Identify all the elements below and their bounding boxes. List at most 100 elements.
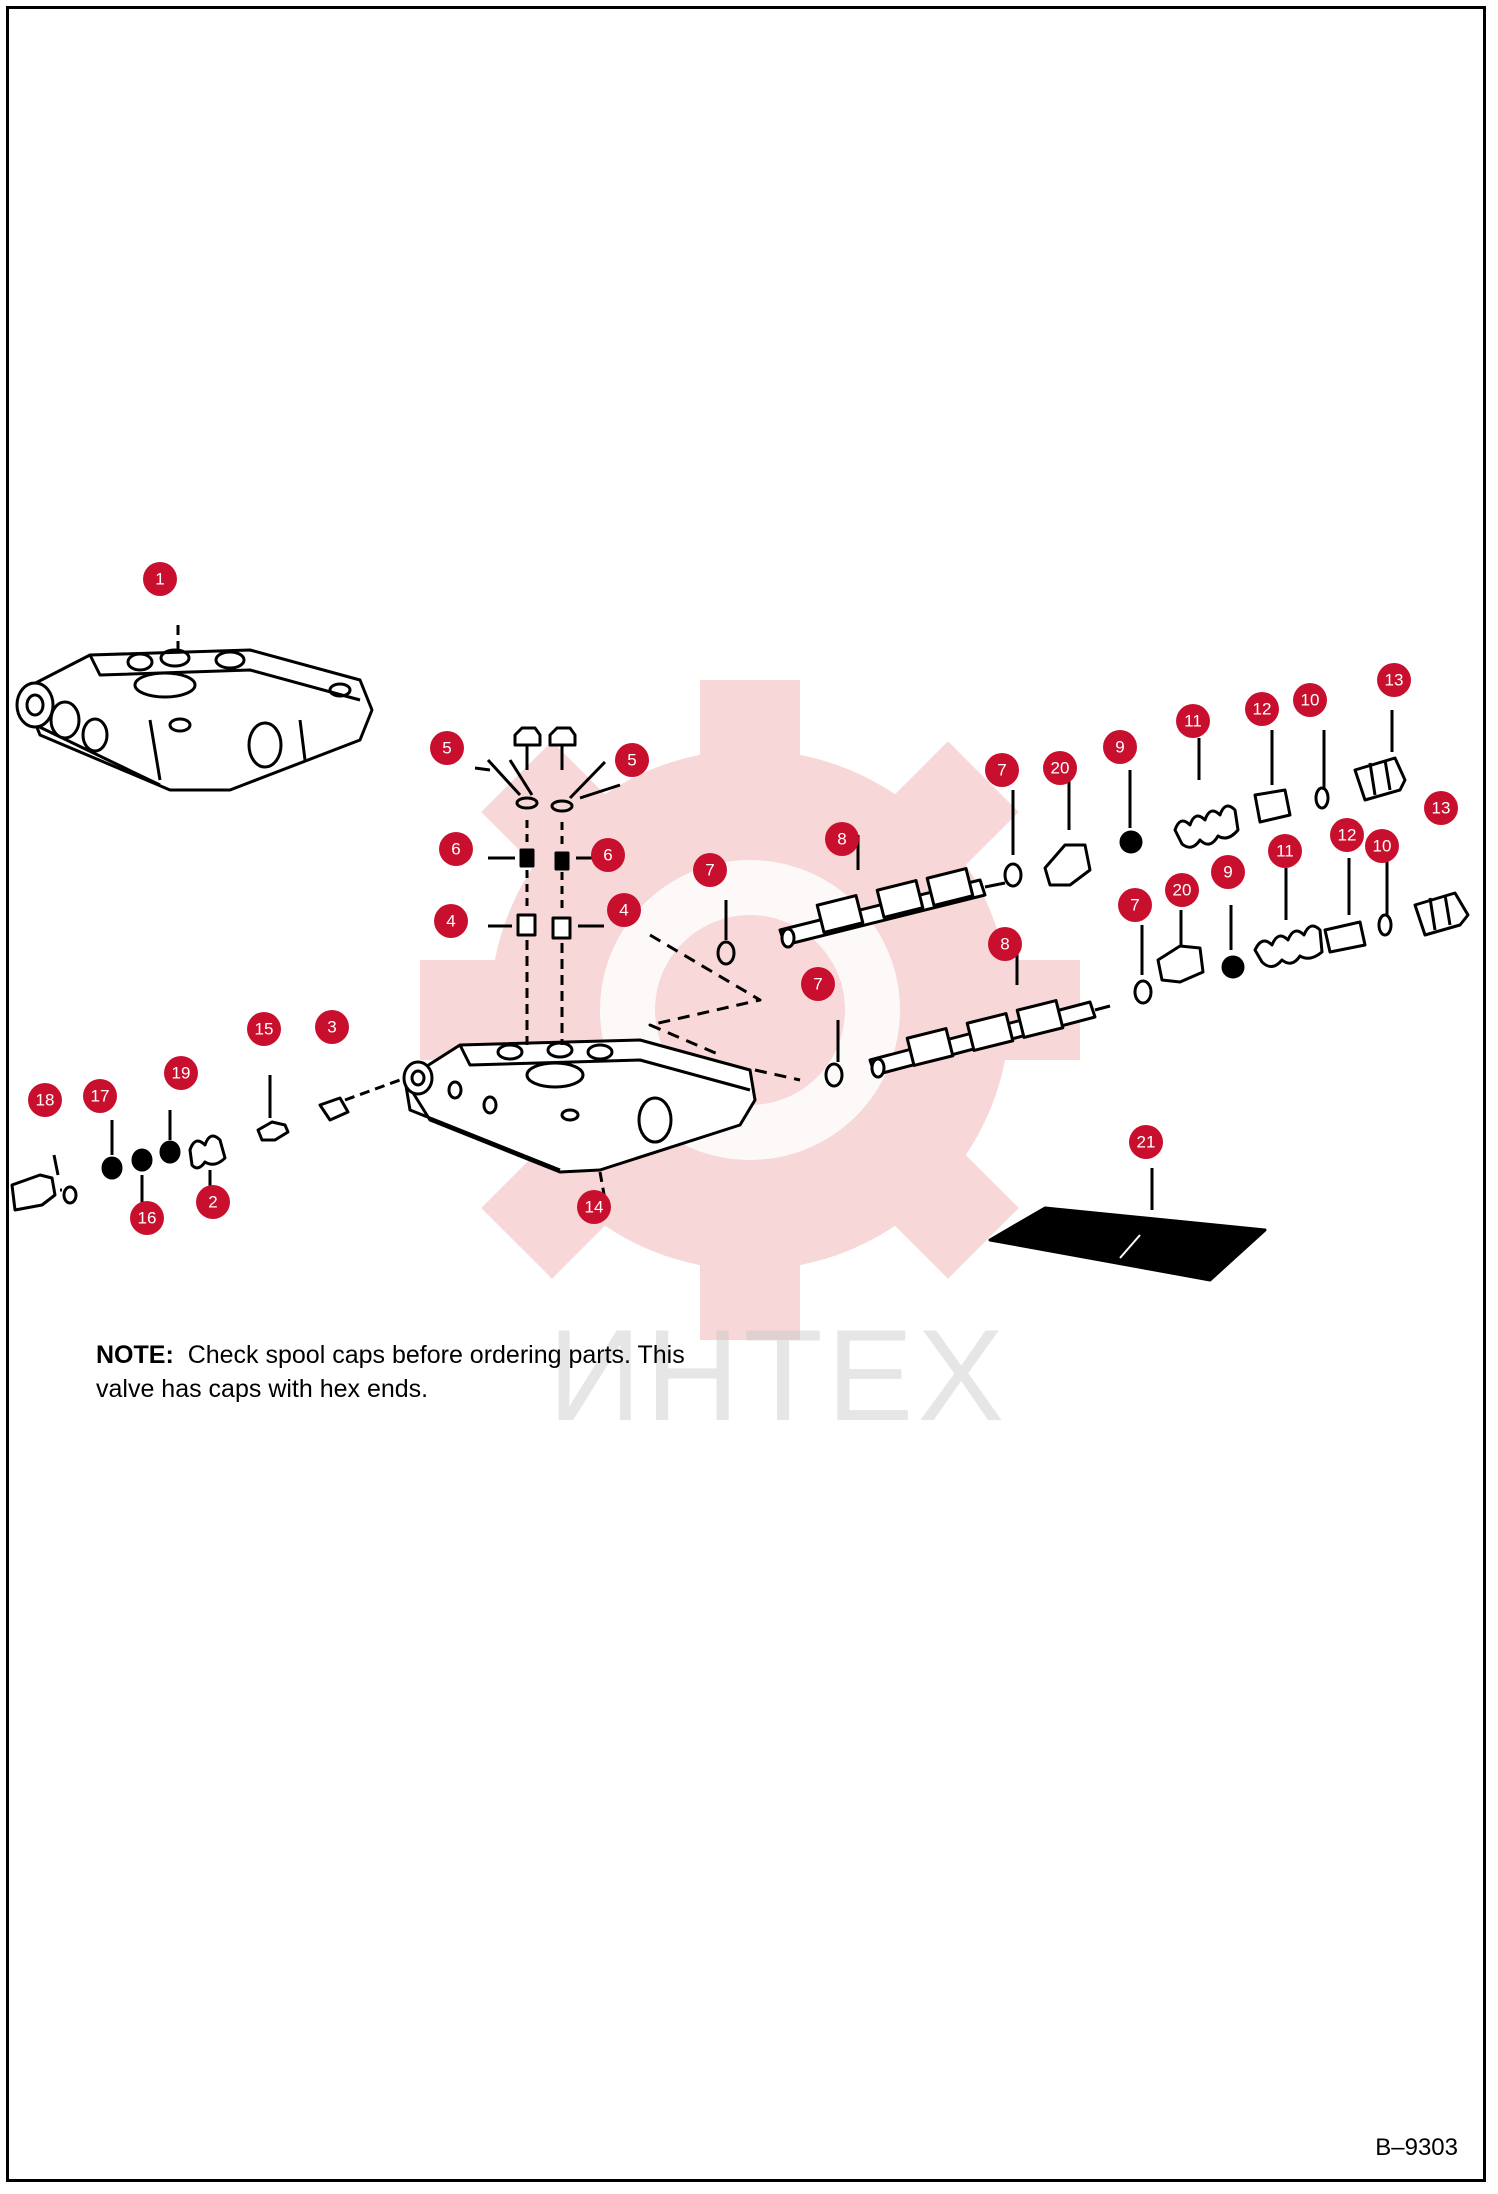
callout-c21: 21 xyxy=(1129,1125,1163,1159)
callout-circle xyxy=(130,1201,164,1235)
callout-label: 20 xyxy=(1173,881,1192,900)
callout-c12b: 12 xyxy=(1330,818,1364,852)
callout-label: 9 xyxy=(1115,738,1124,757)
callout-label: 11 xyxy=(1276,842,1294,861)
callout-c20b: 20 xyxy=(1165,873,1199,907)
note-text: NOTE: Check spool caps before ordering p… xyxy=(96,1338,696,1406)
callout-circle xyxy=(247,1012,281,1046)
callout-c6a: 6 xyxy=(439,832,473,866)
callout-label: 1 xyxy=(155,570,164,589)
callout-circle xyxy=(434,904,468,938)
callout-label: 6 xyxy=(451,840,460,859)
callout-label: 13 xyxy=(1432,799,1451,818)
callout-c1: 1 xyxy=(143,562,177,596)
lower-right-chain xyxy=(1156,891,1470,984)
callout-label: 8 xyxy=(1000,935,1009,954)
note-label: NOTE: xyxy=(96,1341,174,1369)
callout-label: 17 xyxy=(91,1087,110,1106)
callout-circle xyxy=(439,832,473,866)
valve-body-main xyxy=(402,1038,757,1174)
callout-circle xyxy=(1211,855,1245,889)
callout-circle xyxy=(1176,704,1210,738)
callout-circle xyxy=(607,893,641,927)
callout-label: 7 xyxy=(997,761,1006,780)
callout-circle xyxy=(1043,751,1077,785)
callout-label: 6 xyxy=(603,846,612,865)
callout-c6b: 6 xyxy=(591,838,625,872)
callout-c9a: 9 xyxy=(1103,730,1137,764)
callout-label: 11 xyxy=(1184,712,1202,731)
callout-c13a: 13 xyxy=(1377,663,1411,697)
callout-circle xyxy=(1365,829,1399,863)
callout-circle xyxy=(1165,873,1199,907)
callout-circle xyxy=(615,743,649,777)
callout-c7b: 7 xyxy=(985,753,1019,787)
callout-c2: 2 xyxy=(196,1185,230,1219)
callout-c8a: 8 xyxy=(825,822,859,856)
callout-c3: 3 xyxy=(315,1010,349,1044)
callout-circle xyxy=(83,1079,117,1113)
callout-label: 5 xyxy=(627,751,636,770)
callout-circle xyxy=(1118,888,1152,922)
callout-circle xyxy=(1330,818,1364,852)
callout-c7c: 7 xyxy=(801,967,835,1001)
callout-c10b: 10 xyxy=(1365,829,1399,863)
callout-label: 5 xyxy=(442,739,451,758)
drawing-number: B–9303 xyxy=(1375,2134,1458,2161)
callout-c7d: 7 xyxy=(1118,888,1152,922)
callout-c12a: 12 xyxy=(1245,692,1279,726)
callout-c14: 14 xyxy=(577,1190,611,1224)
callout-circle xyxy=(430,731,464,765)
decal-part xyxy=(988,1206,1267,1282)
callout-label: 12 xyxy=(1253,700,1272,719)
callout-circle xyxy=(1268,834,1302,868)
callout-circle xyxy=(988,927,1022,961)
callout-c18: 18 xyxy=(28,1083,62,1117)
callout-label: 7 xyxy=(813,975,822,994)
callout-label: 19 xyxy=(172,1064,191,1083)
callout-c4b: 4 xyxy=(607,893,641,927)
callout-circle xyxy=(1103,730,1137,764)
callout-label: 3 xyxy=(327,1018,336,1037)
callout-label: 10 xyxy=(1301,691,1320,710)
callout-label: 10 xyxy=(1373,837,1392,856)
callout-c4a: 4 xyxy=(434,904,468,938)
callout-circle xyxy=(1293,683,1327,717)
callout-label: 16 xyxy=(138,1209,157,1228)
spool-lower xyxy=(868,999,1111,1079)
callout-circle xyxy=(577,1190,611,1224)
callout-circle xyxy=(143,562,177,596)
callout-label: 21 xyxy=(1137,1133,1156,1152)
callout-circle xyxy=(28,1083,62,1117)
callout-circle xyxy=(315,1010,349,1044)
callout-circle xyxy=(1377,663,1411,697)
callout-label: 7 xyxy=(705,861,714,880)
callout-c11b: 11 xyxy=(1268,834,1302,868)
upper-right-chain xyxy=(1043,756,1407,887)
callout-label: 12 xyxy=(1338,826,1357,845)
callout-c5a: 5 xyxy=(430,731,464,765)
vertical-parts-stack xyxy=(486,726,621,1045)
callout-c16: 16 xyxy=(130,1201,164,1235)
valve-body-small xyxy=(15,648,374,792)
callout-circle xyxy=(1245,692,1279,726)
callout-c7a: 7 xyxy=(693,853,727,887)
callout-c8b: 8 xyxy=(988,927,1022,961)
callout-c13b: 13 xyxy=(1424,791,1458,825)
callout-label: 18 xyxy=(36,1091,55,1110)
callout-circle xyxy=(1129,1125,1163,1159)
left-chain xyxy=(10,1078,401,1212)
callout-circle xyxy=(693,853,727,887)
callout-c10a: 10 xyxy=(1293,683,1327,717)
callout-c20a: 20 xyxy=(1043,751,1077,785)
callout-label: 2 xyxy=(208,1193,217,1212)
callout-label: 15 xyxy=(255,1020,274,1039)
callout-label: 4 xyxy=(446,912,455,931)
callout-label: 20 xyxy=(1051,759,1070,778)
callout-label: 8 xyxy=(837,830,846,849)
callout-c5b: 5 xyxy=(615,743,649,777)
note-body: Check spool caps before ordering parts. … xyxy=(96,1341,685,1403)
callout-c19: 19 xyxy=(164,1056,198,1090)
